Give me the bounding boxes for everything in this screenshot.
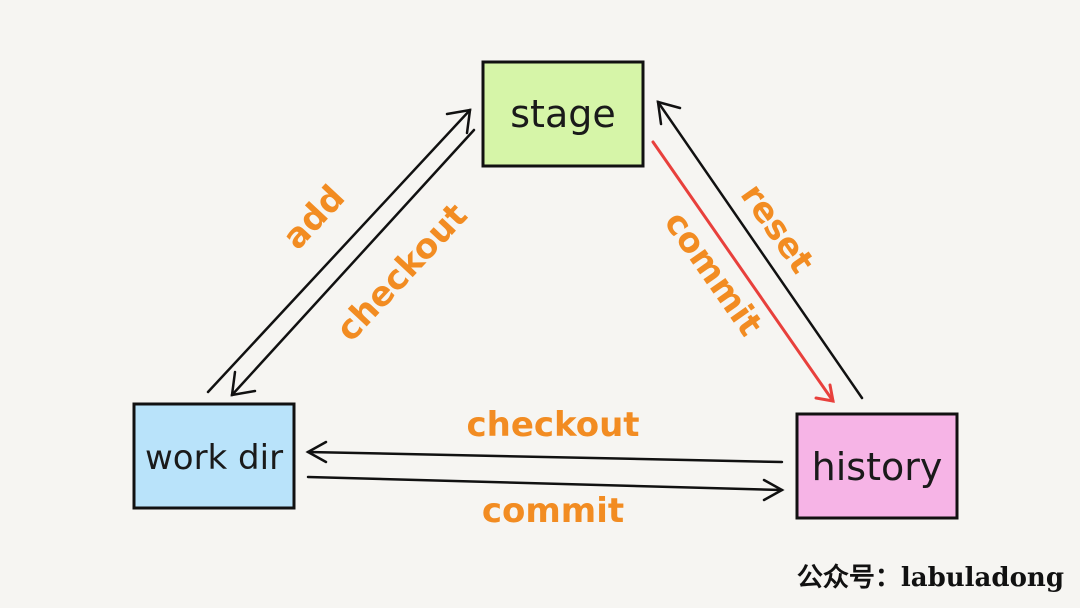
history-box (795, 412, 959, 520)
arrow-reset (656, 100, 864, 400)
watermark: 公众号：labuladong (796, 563, 1064, 593)
history-node: history (795, 412, 959, 520)
arrow-commit-workdir-to-history (306, 475, 785, 502)
work-dir-label: work dir (145, 438, 283, 478)
stage-label: stage (510, 92, 615, 136)
work-dir-node: work dir (132, 402, 296, 510)
arrow-checkout-history-to-workdir (305, 440, 784, 464)
history-label: history (812, 445, 943, 489)
arrow-add (206, 108, 472, 394)
arrow-commit-stage-to-history (651, 140, 835, 403)
label-commit-workdir-to-history: commit (482, 491, 624, 531)
work-dir-box (132, 402, 296, 510)
label-checkout-stage-to-workdir: checkout (328, 196, 475, 350)
stage-node: stage (481, 60, 645, 168)
arrow-checkout-stage-to-workdir (230, 128, 476, 397)
stage-box (481, 60, 645, 168)
label-add: add (275, 178, 353, 258)
label-checkout-history-to-workdir: checkout (466, 405, 639, 445)
